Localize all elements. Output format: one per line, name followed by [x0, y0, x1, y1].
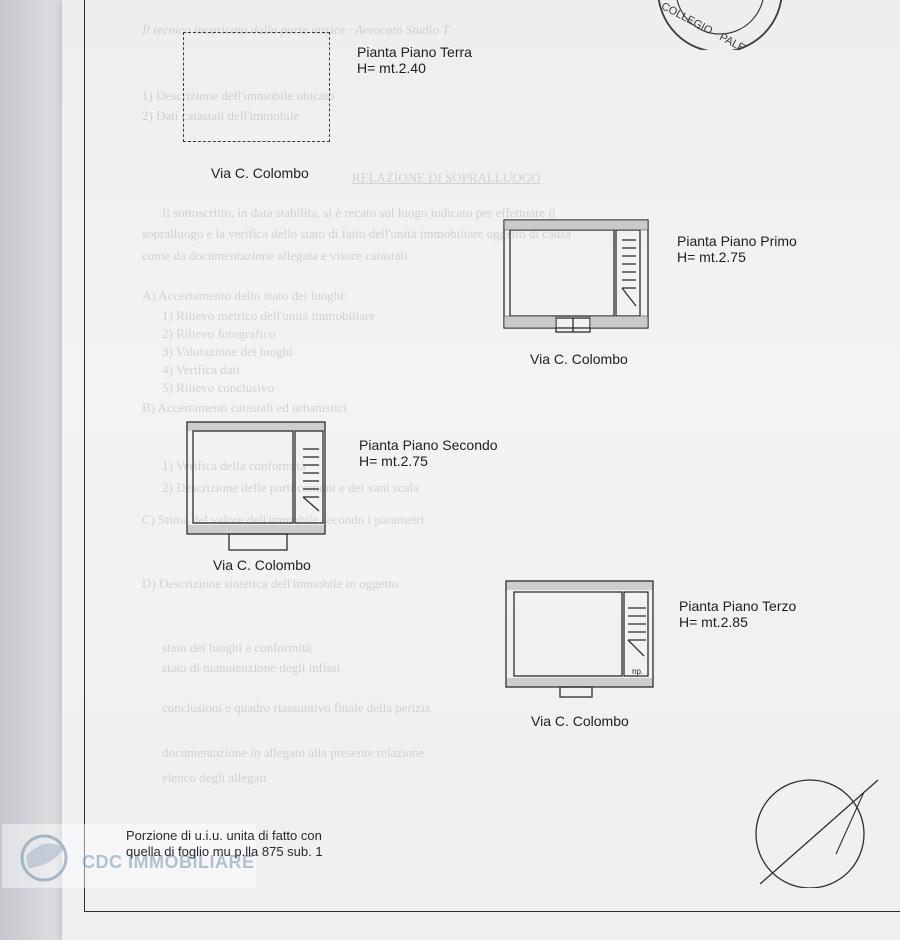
second-floor-label: Pianta Piano Secondo H= mt.2.75: [359, 437, 498, 469]
street-label: Via C. Colombo: [213, 557, 311, 573]
plan-height: H= mt.2.40: [357, 60, 426, 76]
plan-height: H= mt.2.75: [359, 453, 428, 469]
footnote: Porzione di u.i.u. unita di fatto con qu…: [126, 828, 323, 860]
plan-height: H= mt.2.75: [677, 249, 746, 265]
second-floor-plan: [186, 421, 326, 551]
professional-stamp: COLLEGIO · PALE: [657, 0, 783, 50]
np-note: np.: [632, 667, 643, 676]
street-label: Via C. Colombo: [211, 165, 309, 181]
footnote-line: Porzione di u.i.u. unita di fatto con: [126, 828, 322, 843]
plan-title: Pianta Piano Primo: [677, 233, 797, 249]
ground-floor-outline: [183, 32, 330, 142]
first-floor-plan: [503, 219, 649, 333]
plan-height: H= mt.2.85: [679, 614, 748, 630]
globe-logo-icon: [20, 834, 68, 882]
watermark: CDC IMMOBILIARE: [2, 824, 256, 888]
drawing-frame: [84, 0, 900, 912]
third-floor-label: Pianta Piano Terzo H= mt.2.85: [679, 598, 796, 630]
footnote-line: quella di foglio mu p.lla 875 sub. 1: [126, 844, 323, 859]
plan-title: Pianta Piano Terra: [357, 44, 472, 60]
north-arrow-icon: [755, 779, 879, 888]
watermark-text: CDC IMMOBILIARE: [82, 852, 255, 872]
street-label: Via C. Colombo: [530, 351, 628, 367]
document-sheet: Il tecnico incaricato dalla parte attric…: [62, 0, 900, 940]
first-floor-label: Pianta Piano Primo H= mt.2.75: [677, 233, 797, 265]
street-label: Via C. Colombo: [531, 713, 629, 729]
plan-title: Pianta Piano Secondo: [359, 437, 498, 453]
plan-title: Pianta Piano Terzo: [679, 598, 797, 614]
stamp-text: COLLEGIO · PALE: [659, 0, 747, 50]
third-floor-plan: np.: [505, 580, 654, 698]
ground-floor-label: Pianta Piano Terra H= mt.2.40: [357, 44, 472, 76]
